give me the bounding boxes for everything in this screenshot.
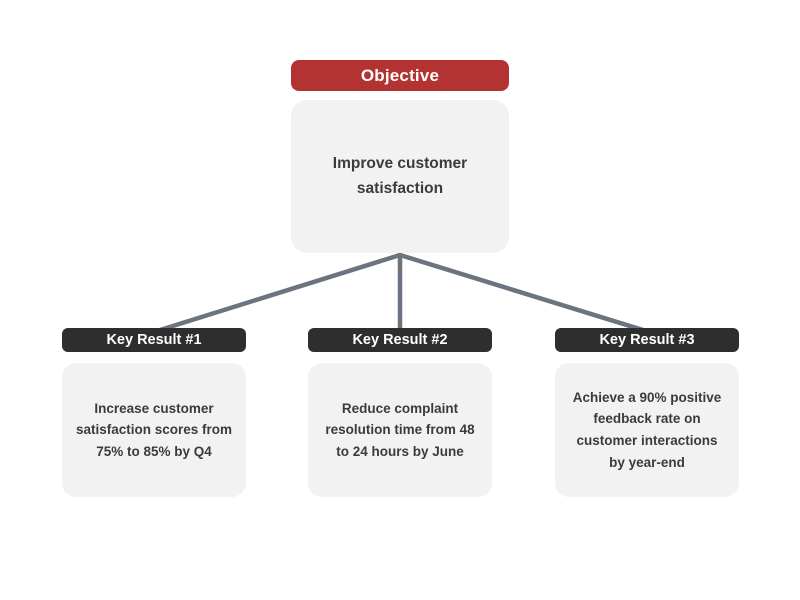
objective-header: Objective xyxy=(291,60,509,91)
objective-card: Improve customer satisfaction xyxy=(291,100,509,253)
key-result-3-header: Key Result #3 xyxy=(555,328,739,352)
objective-header-label: Objective xyxy=(360,65,440,85)
key-result-2-header: Key Result #2 xyxy=(308,328,492,352)
key-result-3-header-label: Key Result #3 xyxy=(599,332,695,348)
key-result-1-card: Increase customer satisfaction scores fr… xyxy=(62,363,246,497)
key-result-1-description: Increase customer satisfaction scores fr… xyxy=(75,400,233,459)
key-result-2-description: Reduce complaint resolution time from 48… xyxy=(325,400,475,459)
key-result-3-card: Achieve a 90% positive feedback rate on … xyxy=(555,363,739,497)
key-result-2-card: Reduce complaint resolution time from 48… xyxy=(308,363,492,497)
connector-line-right xyxy=(397,252,646,333)
connector-line-left xyxy=(157,252,403,333)
key-result-1-header-label: Key Result #1 xyxy=(106,332,202,348)
objective-description: Improve customer satisfaction xyxy=(332,155,468,197)
key-result-2-header-label: Key Result #2 xyxy=(352,332,448,348)
key-result-1-header: Key Result #1 xyxy=(62,328,246,352)
key-result-3-description: Achieve a 90% positive feedback rate on … xyxy=(572,389,722,470)
